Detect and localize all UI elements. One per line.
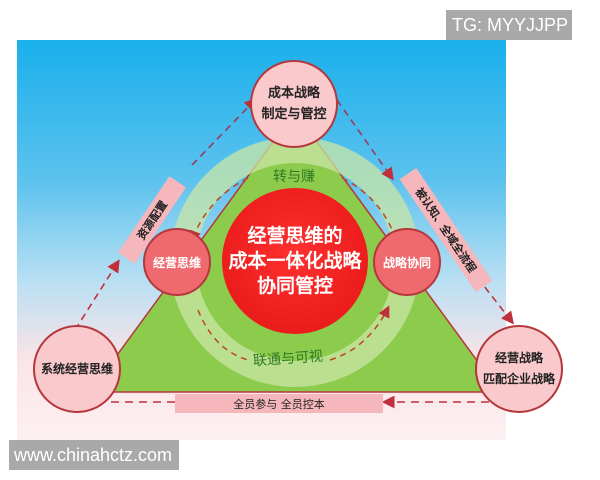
corner-node-bottom-left: 系统经营思维 [33, 325, 121, 413]
arrow-left-upper [191, 97, 258, 166]
arc-bottom-right [329, 305, 390, 361]
corner-node-bottom-right: 经营战略 匹配企业战略 [475, 325, 563, 413]
arc-bottom-left [197, 309, 249, 361]
center-node: 经营思维的 成本一体化战略 协同管控 [222, 188, 368, 334]
arrow-left-up [74, 259, 120, 331]
arrow-right-down [336, 99, 394, 181]
inner-node-right: 战略协同 [373, 228, 441, 296]
inner-node-left: 经营思维 [143, 228, 211, 296]
corner-node-top: 成本战略 制定与管控 [250, 60, 338, 148]
watermark-top-right: TG: MYYJJPP [446, 10, 572, 40]
watermark-bottom-left: www.chinahctz.com [9, 440, 179, 470]
banner-bottom: 全员参与 全员控本 [175, 394, 383, 413]
arc-label-top: 转与赚 [273, 169, 315, 185]
